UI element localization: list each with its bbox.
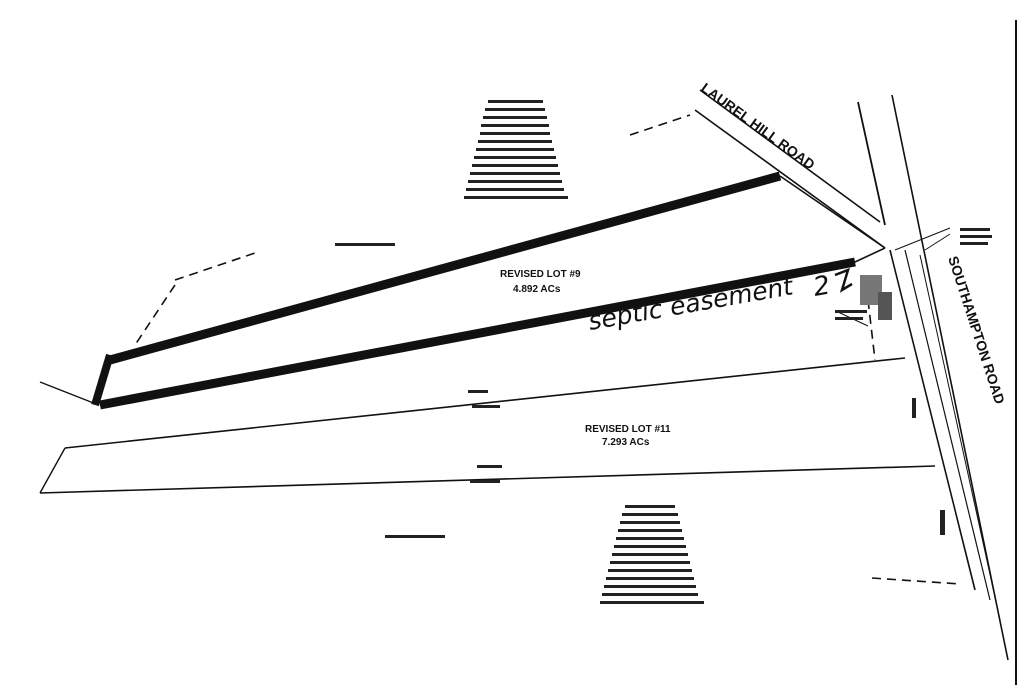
- handwritten-mark: 2: [811, 270, 833, 302]
- plat-fine-print: [335, 100, 992, 604]
- southampton-road-label: SOUTHAMPTON ROAD: [945, 254, 1008, 406]
- lot-11-boundary: [39, 357, 936, 494]
- laurel-hill-road: [694, 89, 886, 249]
- dashed-lines: [134, 114, 961, 585]
- southampton-road: [889, 94, 1009, 661]
- handwritten-septic-easement: septic easement: [586, 271, 796, 336]
- lot-9-name: REVISED LOT #9: [500, 269, 581, 280]
- handwritten-scribble: [834, 267, 853, 293]
- lot-9-boundary: [39, 171, 886, 410]
- lot-11-area: 7.293 ACs: [602, 437, 650, 448]
- lot-9-area: 4.892 ACs: [513, 284, 561, 295]
- lot-11-name: REVISED LOT #11: [585, 424, 671, 435]
